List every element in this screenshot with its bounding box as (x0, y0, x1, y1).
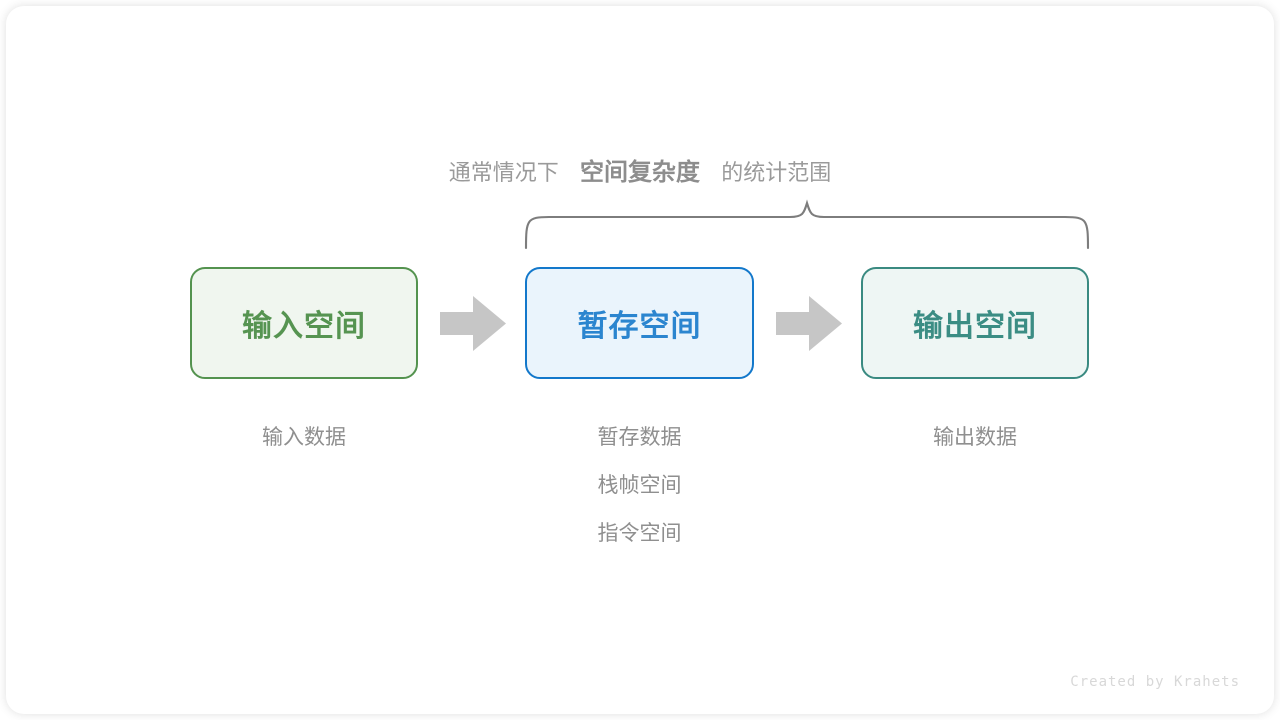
caption-prefix: 通常情况下 (448, 160, 559, 185)
stage-box-input[interactable]: 输入空间 (190, 267, 418, 379)
stage-sublist-output: 输出数据 (861, 424, 1089, 472)
list-item: 栈帧空间 (597, 474, 682, 497)
stage-box-output-label: 输出空间 (913, 310, 1037, 343)
stage-box-temp[interactable]: 暂存空间 (525, 267, 754, 379)
flow-arrow-icon-1 (440, 296, 506, 351)
caption-emphasis: 空间复杂度 (580, 159, 700, 186)
stage-box-temp-label: 暂存空间 (577, 310, 702, 343)
list-item: 输入数据 (262, 426, 346, 449)
stage-sublist-input: 输入数据 (190, 424, 418, 472)
list-item: 输出数据 (933, 426, 1017, 449)
curly-brace-icon (524, 199, 1090, 250)
list-item: 指令空间 (597, 522, 682, 545)
stage-box-output[interactable]: 输出空间 (861, 267, 1089, 379)
credit-text: Created by Krahets (1070, 674, 1240, 690)
list-item: 暂存数据 (597, 426, 682, 449)
caption-suffix: 的统计范围 (721, 160, 832, 185)
brace-caption: 通常情况下 空间复杂度 的统计范围 (0, 152, 1280, 187)
flow-arrow-icon-2 (776, 296, 842, 351)
stage-sublist-temp: 暂存数据 栈帧空间 指令空间 (525, 424, 754, 568)
stage-box-input-label: 输入空间 (242, 310, 366, 343)
